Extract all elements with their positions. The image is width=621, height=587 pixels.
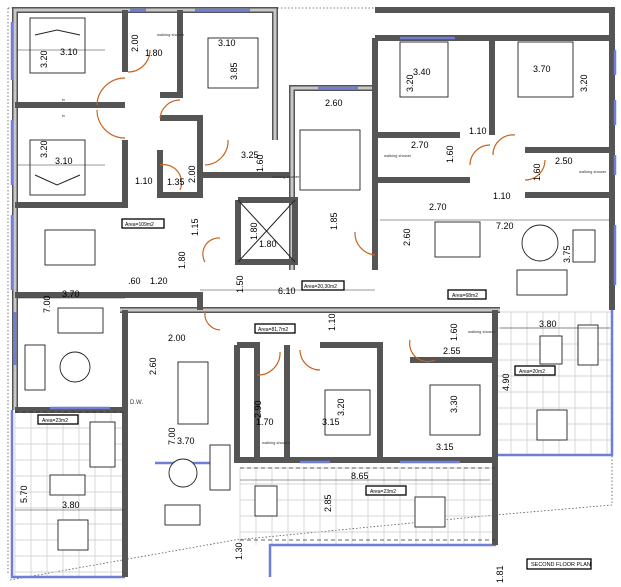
walking-shower-label: walking shower [262,440,290,445]
walking-shower-label: walking shower [384,153,412,158]
dimension-label: 1.60 [255,154,265,172]
dimension-label: 3.75 [562,245,572,263]
dimension-label: 1.81 [495,565,505,583]
dimension-label: 3.25 [241,150,259,160]
dimension-label: 1.20 [150,276,168,286]
walking-shower-label: walking shower [468,329,496,334]
dimension-label: 3.70 [62,289,80,299]
area-tag-middle: Area=81,7m2 [254,323,296,334]
dimension-label: 1.10 [469,126,487,136]
dimension-label: 3.40 [413,67,431,77]
area-tag-stair: Area=20,30m2 [301,280,345,291]
dimension-label: 3.10 [218,38,236,48]
dimension-label: 5.70 [19,485,29,503]
walking-shower-label: walking shower [579,169,607,174]
svg-text:Area=109m2: Area=109m2 [125,222,154,228]
svg-text:Area=20m2: Area=20m2 [519,369,545,375]
area-tag-terrace-left: Area=23m2 [37,414,79,425]
plan-title: SECOND FLOOR PLAN [526,558,592,570]
dimension-label: 1.70 [256,417,274,427]
svg-text:SECOND FLOOR PLAN: SECOND FLOOR PLAN [531,562,591,568]
dimension-label: 7.00 [167,427,177,445]
dimension-label: 2.55 [443,346,461,356]
dimension-label: 3.20 [579,74,589,92]
dimension-label: 1.10 [327,313,337,331]
dimensions-top-right: 3.40 3.20 3.70 3.20 1.10 2.70 1.60 2.50 … [402,64,589,263]
dimension-lines [15,49,610,511]
furniture [24,17,599,551]
dimension-label: 1.50 [235,275,245,293]
dimension-label: 3.20 [39,140,49,158]
dimension-label: 2.60 [402,228,412,246]
dimension-label: .60 [128,276,141,286]
svg-text:Area=81,7m2: Area=81,7m2 [258,327,288,333]
dimension-label: 2.00 [168,333,186,343]
svg-text:Area=23m2: Area=23m2 [42,418,68,424]
dimension-label: 3.85 [229,62,239,80]
dimension-label: 1.10 [493,191,511,201]
dimension-label: 2.60 [148,357,158,375]
room-notes: walking shower walking shower walking sh… [62,32,607,445]
dimension-label: 2.90 [253,400,263,418]
dimension-label: 1.10 [135,176,153,186]
dimension-label: 4.90 [501,373,511,391]
dimension-label: 1.80 [145,48,163,58]
dimension-label: 1.30 [234,542,244,560]
dimension-label: 7.00 [42,295,52,313]
svg-text:Area=20,30m2: Area=20,30m2 [304,284,337,290]
dimension-label: 3.80 [62,500,80,510]
svg-text:Area=23m2: Area=23m2 [370,489,396,495]
dimension-label: 2.00 [187,165,197,183]
tv-label: tv [62,97,65,102]
dimension-label: 1.80 [249,222,259,240]
dimension-label: 7.20 [496,221,514,231]
dimension-label: 2.85 [323,494,333,512]
dimension-label: 1.85 [329,212,339,230]
dimension-label: 1.60 [445,145,455,163]
dimension-label: 1.35 [167,177,185,187]
doors [96,49,546,376]
dimension-label: 3.15 [436,442,454,452]
dimension-label: 1.15 [190,218,200,236]
dimension-label: 3.80 [539,319,557,329]
dimension-label: 3.20 [336,398,346,416]
dimension-label: 3.70 [177,436,195,446]
walking-shower-label: walking shower [157,32,185,37]
area-tag-terrace-bottom: Area=23m2 [365,485,407,496]
dimension-label: 2.70 [411,140,429,150]
dimension-label: 3.70 [533,64,551,74]
area-tag-terrace-right: Area=20m2 [514,365,556,376]
dimension-label: 2.60 [325,98,343,108]
dimension-label: 3.20 [405,74,415,92]
dimension-label: 3.15 [322,417,340,427]
tv-label: tv [62,113,65,118]
dimensions-top-left: 3.10 3.20 2.00 1.80 3.10 3.85 3.20 3.10 … [39,34,296,313]
area-tag-top-left: Area=109m2 [121,218,165,229]
dimension-label: 6.10 [278,286,296,296]
dimension-label: 3.10 [55,156,73,166]
dimension-label: 3.10 [60,47,78,57]
dimensions-stair: 2.60 1.85 [325,98,343,230]
dimension-label: 3.20 [39,50,49,68]
area-tag-top-right: Area=68m2 [447,289,487,300]
terrace-right-edge [495,310,614,457]
dimension-label: 1.80 [259,239,277,249]
dimension-label: 2.70 [429,202,447,212]
dimension-label: 2.50 [555,156,573,166]
terrace-left-edge [10,410,125,579]
dimension-label: 1.60 [449,323,459,341]
dimensions-terraces: 5.70 3.80 1.30 8.65 2.85 3.80 4.90 1.81 [19,319,557,583]
dimension-label: 1.60 [532,163,542,181]
walking-shower-label: walking shower [272,174,300,179]
dimension-label: 3.30 [449,395,459,413]
dimension-label: 2.00 [130,34,140,52]
dimension-label: 8.65 [351,471,369,481]
svg-text:Area=68m2: Area=68m2 [452,293,478,299]
dishwasher-label: D.W. [130,400,143,406]
dimensions-middle: 2.00 2.60 2.90 1.70 7.00 3.70 1.10 1.60 … [148,313,461,452]
dimension-label: 1.80 [177,251,187,269]
